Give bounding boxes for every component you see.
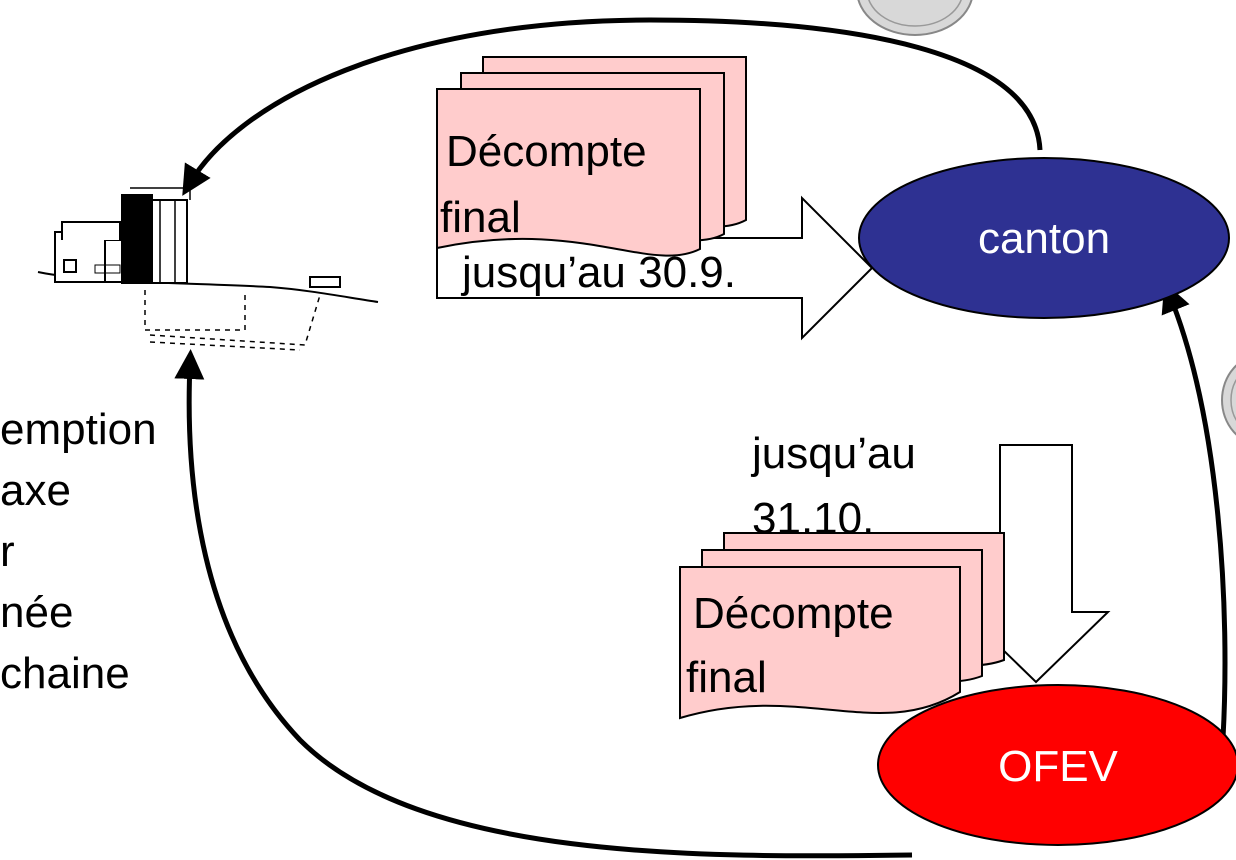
coin-icon: [1221, 364, 1236, 436]
ofev-label: OFEV: [998, 742, 1118, 791]
side-text-line-3: r: [0, 527, 15, 576]
arrow-ofev-to-building: [174, 349, 913, 859]
arrow-to-canton-label: jusqu’au 30.9.: [460, 248, 736, 297]
side-text-line-1: emption: [0, 405, 157, 454]
arrow-canton-to-building: [182, 17, 1043, 196]
canton-label: canton: [978, 214, 1110, 263]
side-text-line-4: née: [0, 588, 74, 637]
coin-icon: [857, 0, 973, 36]
arrow-to-ofev-label-line2: 31.10.: [752, 494, 874, 543]
building-sketch-icon: [37, 187, 379, 351]
document-bottom-line1: Décompte: [693, 589, 894, 638]
document-stack-bottom: Décompte final: [679, 532, 1005, 720]
arrow-to-canton: jusqu’au 30.9.: [436, 195, 874, 341]
document-stack-top: Décompte final: [436, 56, 747, 257]
arrow-to-ofev-label-line1: jusqu’au: [750, 429, 916, 478]
document-top-line2: final: [440, 193, 521, 242]
arrow-ofev-to-canton: [1161, 282, 1228, 739]
side-text-line-2: axe: [0, 466, 71, 515]
ofev-node[interactable]: OFEV: [877, 684, 1236, 846]
document-bottom-line2: final: [686, 653, 767, 702]
document-top-line1: Décompte: [446, 127, 647, 176]
side-text-line-5: chaine: [0, 649, 130, 698]
canton-node[interactable]: canton: [858, 157, 1230, 319]
